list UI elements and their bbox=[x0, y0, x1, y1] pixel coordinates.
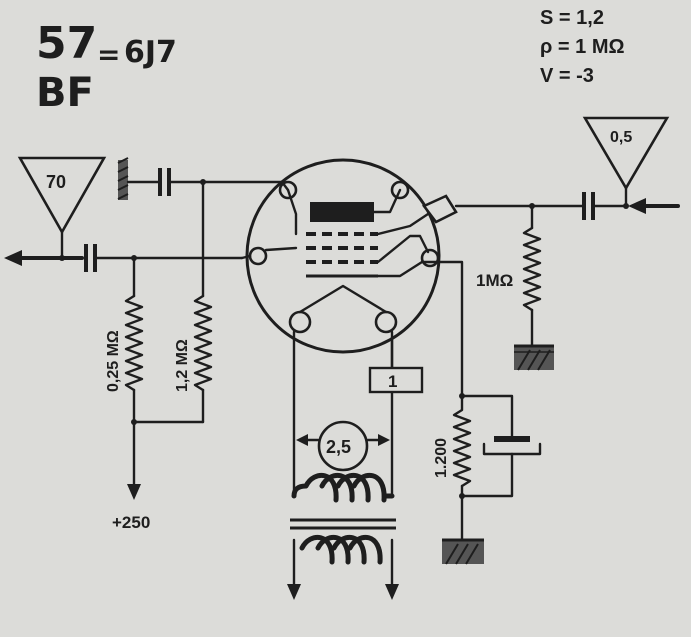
tube-equivalent: 6J7 bbox=[124, 35, 177, 70]
output-triangle: 0,5 bbox=[582, 116, 670, 208]
value-box-1: 1 bbox=[368, 366, 424, 394]
svg-text:1MΩ: 1MΩ bbox=[476, 271, 513, 290]
spec-rho: ρ = 1 MΩ bbox=[540, 36, 625, 58]
spec-s: S = 1,2 bbox=[540, 7, 604, 29]
ground-hatch-topleft bbox=[117, 157, 284, 200]
svg-text:2,5: 2,5 bbox=[326, 437, 351, 457]
svg-text:1.200: 1.200 bbox=[433, 438, 450, 478]
resistor-1-2M: 1,2 MΩ bbox=[174, 294, 213, 392]
ground-hatch-bottom bbox=[442, 538, 484, 565]
tube-number: 57 bbox=[36, 18, 97, 69]
filament-voltage: 2,5 bbox=[296, 420, 390, 472]
tube-envelope bbox=[245, 158, 458, 354]
ground-hatch-right bbox=[514, 344, 554, 371]
spec-v: V = -3 bbox=[540, 65, 594, 87]
coupling-capacitor-left bbox=[84, 244, 244, 272]
resistor-1200: 1.200 bbox=[433, 394, 472, 542]
cathode-capacitor bbox=[460, 394, 542, 498]
svg-text:1: 1 bbox=[388, 372, 397, 391]
resistor-1M: 1MΩ bbox=[476, 204, 542, 348]
right-arrow bbox=[628, 198, 680, 214]
tube-function: BF bbox=[36, 70, 94, 116]
supply-arrow bbox=[127, 484, 141, 500]
svg-text:1,2 MΩ: 1,2 MΩ bbox=[174, 339, 191, 392]
left-arrow bbox=[4, 250, 84, 266]
resistor-0-25M: 0,25 MΩ bbox=[105, 294, 144, 392]
coupling-capacitor-right bbox=[582, 192, 629, 220]
equals-sign: = bbox=[97, 38, 120, 71]
transformer bbox=[287, 472, 399, 600]
input-triangle: 70 bbox=[17, 156, 107, 260]
svg-text:70: 70 bbox=[46, 172, 66, 192]
svg-text:0,25 MΩ: 0,25 MΩ bbox=[105, 330, 122, 392]
svg-text:0,5: 0,5 bbox=[610, 129, 632, 146]
supply-label: +250 bbox=[112, 513, 150, 532]
